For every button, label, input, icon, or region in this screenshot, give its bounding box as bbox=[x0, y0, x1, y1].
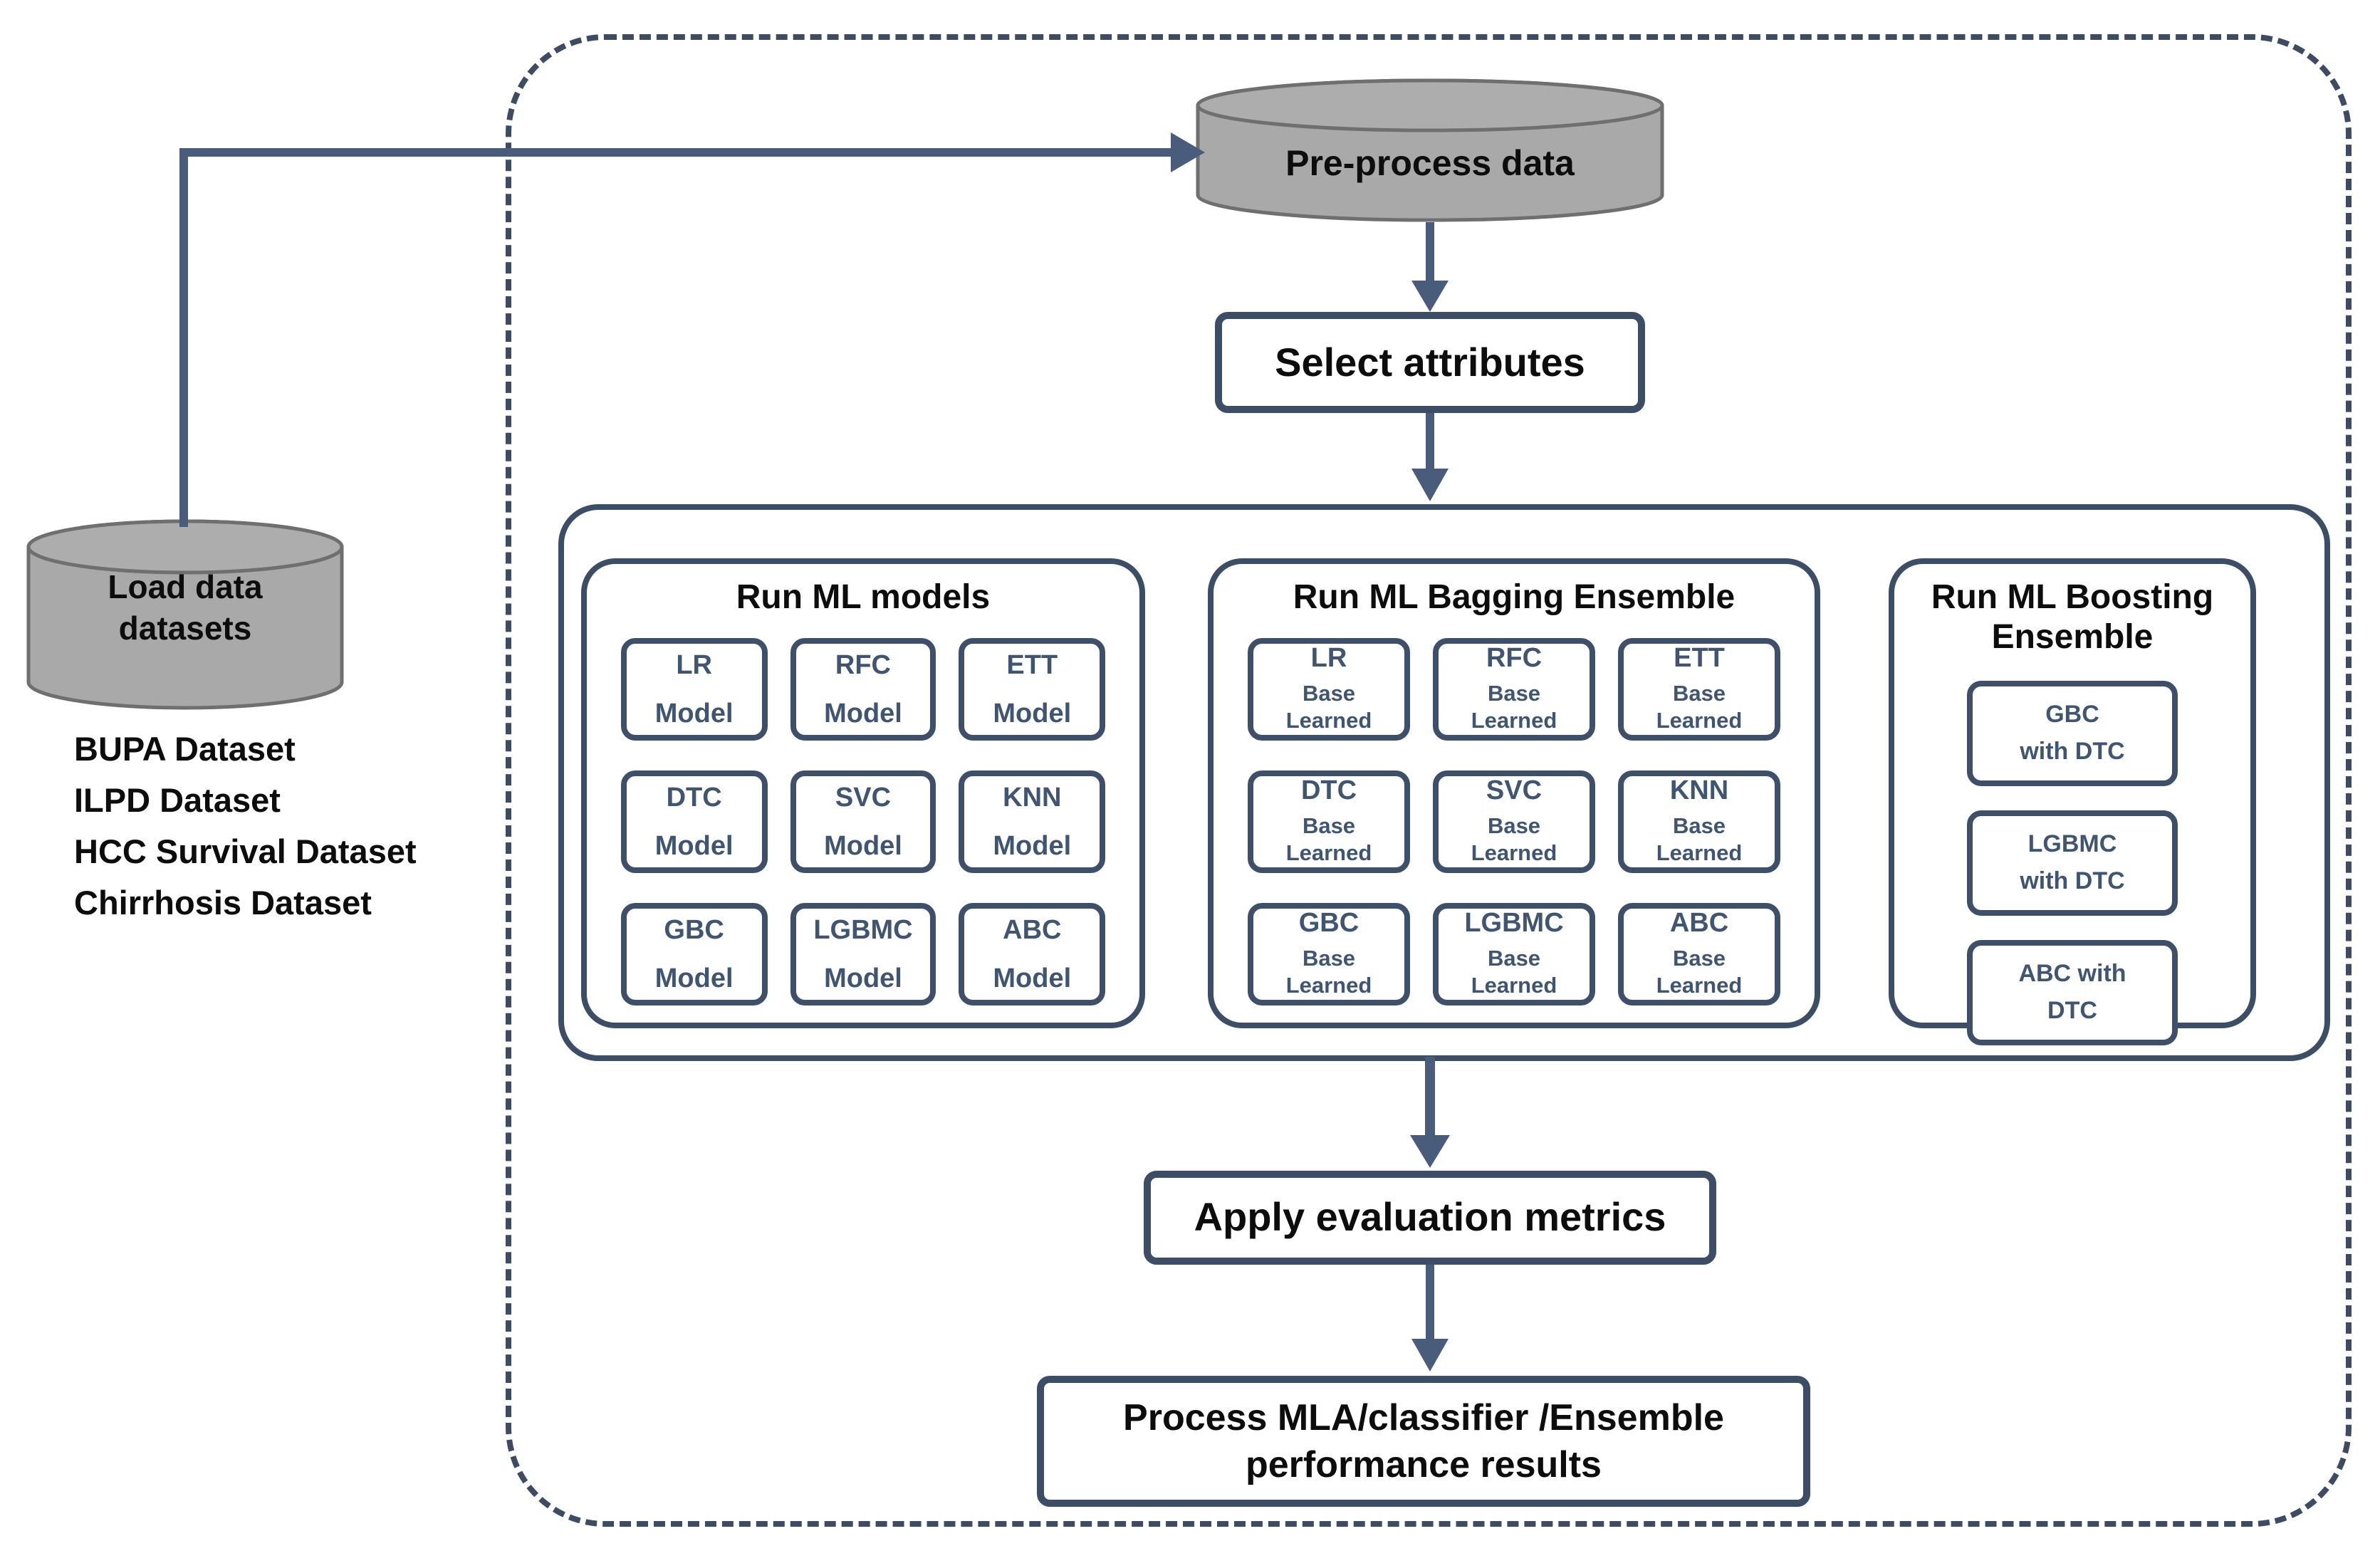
model-box-knn: KNN Model bbox=[959, 770, 1105, 873]
model-box-ett: ETT Model bbox=[959, 638, 1105, 741]
select-attributes-box: Select attributes bbox=[1215, 312, 1645, 413]
model-box-rfc: RFC Model bbox=[790, 638, 936, 741]
model-abbr: DTC bbox=[1300, 776, 1357, 806]
bagging-box-abc: ABC Base Learned bbox=[1618, 903, 1780, 1005]
model-box-dtc: DTC Model bbox=[621, 770, 768, 873]
section-title: Run ML models bbox=[736, 578, 991, 617]
load-data-cylinder-label: Load data datasets bbox=[43, 567, 328, 649]
bagging-box-lr: LR Base Learned bbox=[1248, 638, 1410, 741]
model-abbr: KNN bbox=[1003, 783, 1062, 813]
dashed-boundary bbox=[506, 34, 2352, 1527]
model-word: Model bbox=[824, 831, 902, 861]
arrow-models-to-apply bbox=[1410, 1057, 1450, 1168]
model-abbr: GBC bbox=[1298, 909, 1359, 939]
preprocess-cylinder-shape bbox=[1196, 78, 1664, 222]
apply-evaluation-metrics-box: Apply evaluation metrics bbox=[1144, 1171, 1716, 1265]
model-abbr: KNN bbox=[1669, 776, 1729, 806]
model-grid: LR Model RFC Model ETT Model DTC Model S… bbox=[621, 638, 1105, 1005]
model-abbr: SVC bbox=[1486, 776, 1543, 806]
dataset-item: BUPA Dataset bbox=[74, 731, 296, 768]
model-word: Model bbox=[993, 699, 1072, 728]
model-abbr: SVC bbox=[835, 783, 892, 813]
model-abbr: DTC bbox=[666, 783, 722, 813]
dataset-item: HCC Survival Dataset bbox=[74, 833, 417, 870]
arrow-select-to-models bbox=[1411, 406, 1449, 501]
model-box-svc: SVC Model bbox=[790, 770, 936, 873]
section-title: Run ML Boosting Ensemble bbox=[1894, 578, 2250, 658]
model-abbr: ABC bbox=[1669, 909, 1729, 939]
boosting-box-gbc-dtc: GBC with DTC bbox=[1967, 681, 2178, 786]
model-abbr: ABC bbox=[1003, 915, 1062, 945]
model-word: Model bbox=[654, 699, 734, 728]
dataset-item: Chirrhosis Dataset bbox=[74, 884, 372, 921]
bagging-box-lgbmc: LGBMC Base Learned bbox=[1433, 903, 1595, 1005]
model-box-gbc: GBC Model bbox=[621, 903, 768, 1005]
load-label-line2: datasets bbox=[118, 610, 252, 647]
model-abbr: LR bbox=[676, 650, 712, 680]
model-abbr: GBC bbox=[664, 915, 724, 945]
model-abbr: ETT bbox=[1674, 644, 1725, 674]
bagging-box-gbc: GBC Base Learned bbox=[1248, 903, 1410, 1005]
model-box-lgbmc: LGBMC Model bbox=[790, 903, 936, 1005]
section-run-ml-boosting-ensemble: Run ML Boosting Ensemble GBC with DTC LG… bbox=[1889, 558, 2256, 1045]
process-results-box: Process MLA/classifier /Ensemble perform… bbox=[1037, 1376, 1810, 1507]
process-results-line2: performance results bbox=[1246, 1443, 1602, 1485]
bagging-box-ett: ETT Base Learned bbox=[1618, 638, 1780, 741]
section-title: Run ML Bagging Ensemble bbox=[1293, 578, 1736, 617]
model-abbr: ETT bbox=[1006, 650, 1058, 680]
model-word: Model bbox=[993, 963, 1072, 993]
dataset-item: ILPD Dataset bbox=[74, 782, 281, 819]
model-word: Model bbox=[824, 963, 902, 993]
arrow-apply-to-process bbox=[1411, 1256, 1449, 1372]
model-abbr: LR bbox=[1310, 644, 1347, 674]
model-abbr: LGBMC bbox=[2027, 830, 2117, 857]
arrow-load-to-preprocess bbox=[179, 132, 1205, 527]
section-title-line2: Ensemble bbox=[1991, 618, 2154, 657]
model-abbr: RFC bbox=[835, 650, 892, 680]
arrow-preprocess-to-select bbox=[1411, 222, 1449, 312]
model-abbr: LGBMC bbox=[1464, 909, 1564, 939]
dataset-list: BUPA Dataset ILPD Dataset HCC Survival D… bbox=[74, 724, 417, 929]
load-label-line1: Load data bbox=[108, 568, 263, 605]
bagging-box-rfc: RFC Base Learned bbox=[1433, 638, 1595, 741]
preprocess-cylinder-label: Pre-process data bbox=[1285, 144, 1575, 184]
model-word: Model bbox=[654, 831, 734, 861]
load-data-cylinder-shape bbox=[26, 519, 344, 710]
model-word: Model bbox=[824, 699, 902, 728]
model-word: Model bbox=[654, 963, 734, 993]
model-box-abc: ABC Model bbox=[959, 903, 1105, 1005]
bagging-box-knn: KNN Base Learned bbox=[1618, 770, 1780, 873]
boosting-box-abc-dtc: ABC with DTC bbox=[1967, 940, 2178, 1045]
bagging-box-svc: SVC Base Learned bbox=[1433, 770, 1595, 873]
section-title-line1: Run ML Boosting bbox=[1931, 578, 2214, 617]
model-abbr: RFC bbox=[1486, 644, 1543, 674]
boosting-box-lgbmc-dtc: LGBMC with DTC bbox=[1967, 810, 2178, 916]
model-word: Model bbox=[993, 831, 1072, 861]
process-results-line1: Process MLA/classifier /Ensemble bbox=[1123, 1396, 1724, 1438]
section-run-ml-bagging-ensemble: Run ML Bagging Ensemble LR Base Learned … bbox=[1208, 558, 1820, 1028]
bagging-grid: LR Base Learned RFC Base Learned ETT Bas… bbox=[1248, 638, 1780, 1005]
model-abbr: LGBMC bbox=[813, 915, 913, 945]
boosting-stack: GBC with DTC LGBMC with DTC ABC with DTC bbox=[1894, 681, 2250, 1045]
model-abbr: ABC with bbox=[2018, 960, 2126, 987]
model-box-lr: LR Model bbox=[621, 638, 768, 741]
model-abbr: GBC bbox=[2045, 701, 2099, 728]
bagging-box-dtc: DTC Base Learned bbox=[1248, 770, 1410, 873]
section-run-ml-models: Run ML models LR Model RFC Model ETT Mod… bbox=[581, 558, 1145, 1028]
models-container: Run ML models LR Model RFC Model ETT Mod… bbox=[558, 504, 2330, 1061]
